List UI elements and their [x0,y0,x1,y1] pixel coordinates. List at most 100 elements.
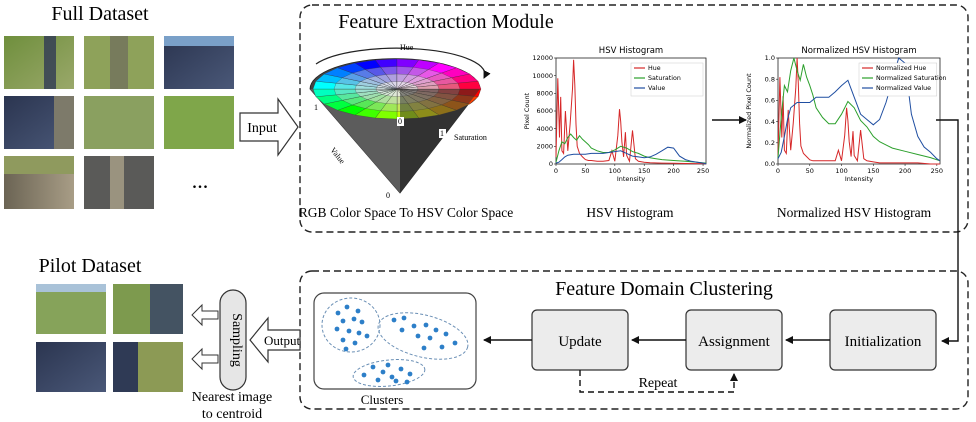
cluster-point [411,323,417,329]
extraction-to-clustering-connector [936,119,959,345]
hsv-histogram-caption: HSV Histogram [586,205,674,220]
x-tick-label: 50 [581,167,589,175]
dataset-thumbnail [4,36,74,89]
output-arrow: Output [249,316,301,364]
y-tick-label: 8000 [536,90,553,98]
input-arrow: Input [239,97,299,157]
y-tick-label: 1.0 [765,54,775,62]
series-line [777,57,941,162]
pilot-thumbnail [36,342,106,392]
hsv-cone-illustration: Hue Saturation Value 1 0 0 1 [309,43,491,200]
x-axis-label: Intensity [617,175,645,183]
to-centroid-note: to centroid [202,407,262,422]
series-line [777,57,940,165]
cluster-point [340,337,346,343]
x-tick-label: 100 [835,167,847,175]
cluster-point [399,327,405,333]
cluster-point [375,377,381,383]
assignment-label: Assignment [698,334,771,350]
cluster-point [398,366,404,372]
sampling-capsule [219,289,247,391]
cluster-point [427,335,433,341]
initialization-label: Initialization [845,334,922,350]
output-label: Output [264,333,301,348]
cluster-point [355,308,361,314]
chart-title: Normalized HSV Histogram [801,46,916,56]
cluster-point [370,364,376,370]
y-tick-label: 12000 [532,54,553,62]
x-tick-label: 250 [931,167,943,175]
cluster-point [443,331,449,337]
y-tick-label: 2000 [536,143,553,151]
cluster-point [423,322,429,328]
cluster-point [351,316,357,322]
x-tick-label: 200 [667,167,679,175]
hue-label: Hue [400,43,414,52]
full-dataset-thumbnails [4,36,234,209]
cluster-point [391,317,397,323]
y-tick-label: 0.0 [765,160,775,168]
sampling-to-pilot-arrow-bottom [191,347,219,371]
dataset-thumbnail [84,96,154,149]
saturation-zero-label: 0 [398,117,402,126]
pilot-dataset-title: Pilot Dataset [39,255,142,277]
legend-entry: Normalized Hue [876,65,926,72]
sampling-label: Sampling [229,313,244,367]
cluster-boundary [352,359,426,387]
legend-entry: Normalized Saturation [876,75,947,82]
cluster-point [385,362,391,368]
y-tick-label: 6000 [536,107,553,115]
y-axis-label: Normalized Pixel Count [745,73,753,149]
cluster-point [352,340,358,346]
pilot-dataset-thumbnails [36,284,183,392]
cluster-point [344,304,350,310]
y-tick-label: 4000 [536,125,553,133]
cluster-point [346,328,352,334]
cluster-point [389,374,395,380]
cluster-point [340,318,346,324]
x-tick-label: 150 [867,167,879,175]
cluster-groups [321,297,469,387]
x-tick-label: 0 [776,167,780,175]
cluster-point [407,371,413,377]
x-tick-label: 250 [697,167,709,175]
cone-caption: RGB Color Space To HSV Color Space [299,205,514,220]
update-label: Update [558,334,602,350]
clusters-label: Clusters [361,392,404,407]
pilot-thumbnail [36,284,106,334]
cluster-point [343,346,349,352]
cluster-point [452,340,458,346]
more-images-ellipsis: ... [192,168,209,193]
cluster-point [335,310,341,316]
x-axis-label: Intensity [845,175,873,183]
legend-entry: Normalized Value [876,85,931,92]
cluster-point [404,379,410,385]
input-label: Input [247,121,277,136]
cluster-point [364,333,370,339]
legend-entry: Value [648,85,665,92]
clustering-title: Feature Domain Clustering [555,278,773,300]
feature-extraction-title: Feature Extraction Module [338,11,554,33]
cluster-point [359,319,365,325]
x-tick-label: 50 [806,167,814,175]
repeat-loop-arrow [579,370,738,393]
dataset-thumbnail [164,96,234,149]
y-tick-label: 10000 [532,72,553,80]
cluster-point [356,330,362,336]
y-tick-label: 0.8 [765,75,775,83]
y-axis-label: Pixel Count [523,92,531,129]
cluster-point [380,369,386,375]
cluster-point [439,344,445,350]
feature-extraction-module-box [299,4,969,233]
legend-entry: Hue [648,65,661,72]
cluster-point [401,315,407,321]
cluster-point [433,327,439,333]
normalized-histogram-caption: Normalized HSV Histogram [777,205,932,220]
y-tick-label: 0 [549,160,553,168]
cluster-point [334,326,340,332]
sampling-to-pilot-arrow-top [191,303,219,327]
series-line [777,57,941,162]
